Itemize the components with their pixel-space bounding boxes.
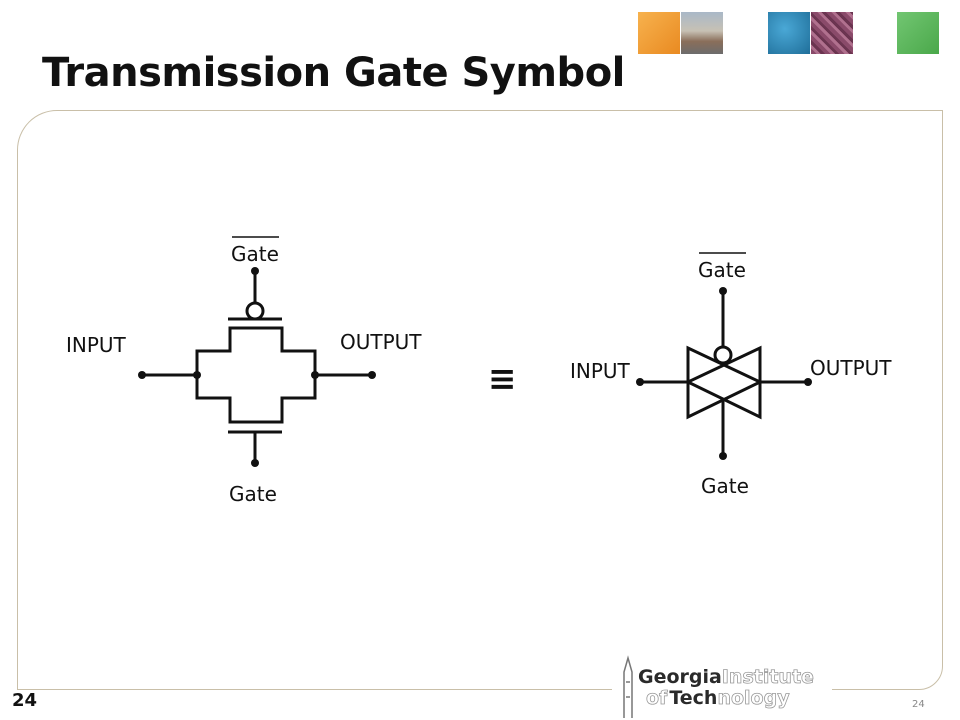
right-symbol [636,287,812,460]
left-bottom-gate-label: Gate [229,482,277,506]
left-input-node [193,371,201,379]
left-pmos-bubble [245,301,265,321]
tower-icon [623,655,633,718]
right-input-label: INPUT [570,359,631,383]
equivalence-symbol: ≡ [488,359,517,399]
green-tile-image [897,12,939,54]
content-panel [17,110,943,690]
page-number-small: 24 [912,699,925,710]
left-output-node [311,371,319,379]
right-top-gate-terminal [719,287,727,295]
logo-backdrop [612,660,832,718]
left-circuit [138,267,376,467]
left-top-gate-terminal [251,267,259,275]
right-bottom-gate-terminal [719,452,727,460]
orange-tile-image [638,12,680,54]
slide-title: Transmission Gate Symbol [42,50,625,96]
right-bottom-gate-label: Gate [701,474,749,498]
left-nmos-channel [195,375,317,424]
right-output-terminal [804,378,812,386]
campus-photo-image [681,12,723,54]
left-input-label: INPUT [66,333,127,357]
blue-tile-image [768,12,810,54]
left-pmos-channel [195,326,317,375]
header-thumbnails [0,12,960,54]
logo-line1: GeorgiaInstitute [638,666,814,688]
right-output-label: OUTPUT [810,356,892,380]
page-number: 24 [12,690,38,711]
left-input-terminal [138,371,146,379]
circuit-photo-image [811,12,853,54]
left-output-terminal [368,371,376,379]
left-output-label: OUTPUT [340,330,422,354]
left-bottom-gate-terminal [251,459,259,467]
left-top-gate-label: Gate [231,242,279,266]
right-input-terminal [636,378,644,386]
right-top-gate-label: Gate [698,258,746,282]
